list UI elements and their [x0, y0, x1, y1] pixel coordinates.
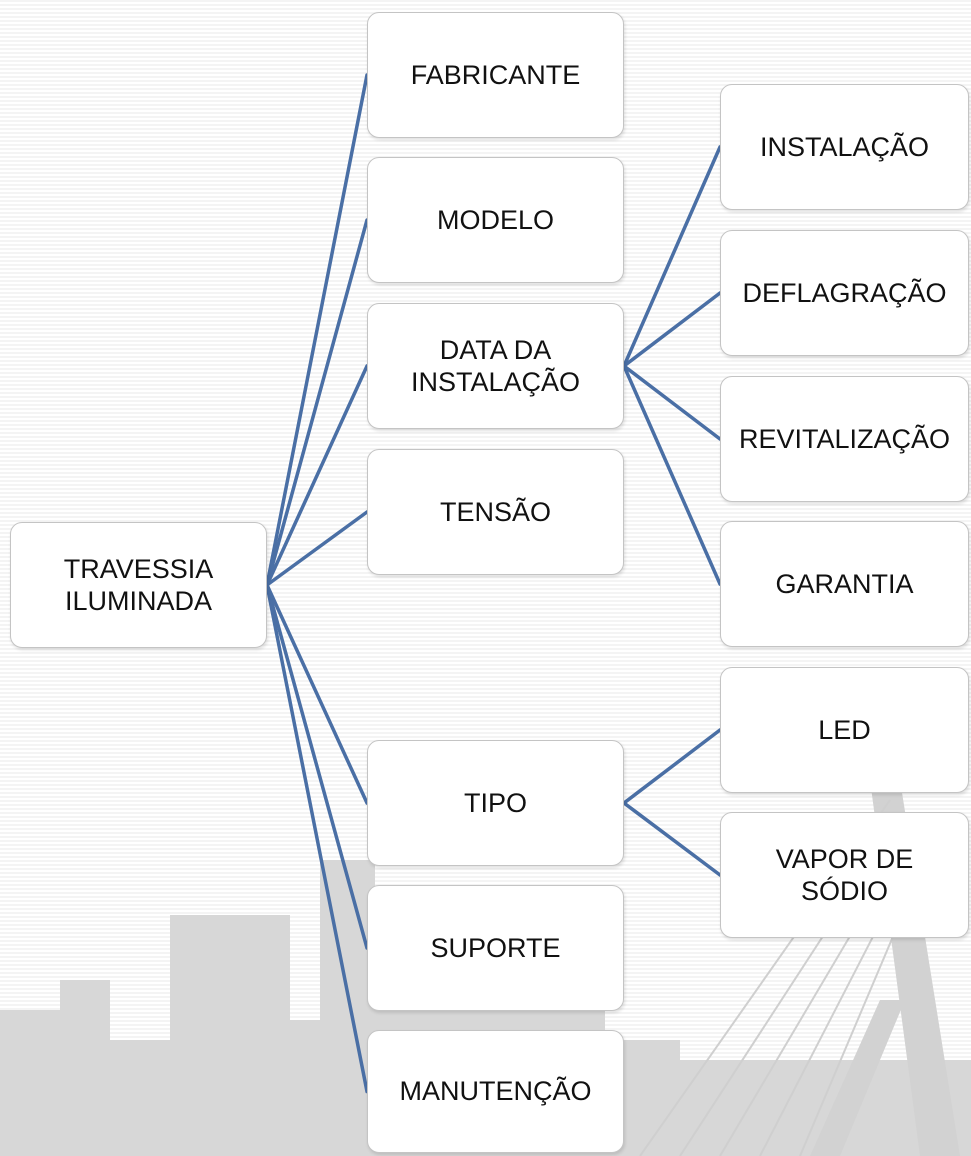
node-led: LED — [720, 667, 969, 793]
connector-line — [622, 364, 722, 586]
node-label: SUPORTE — [430, 932, 561, 963]
node-travessia-iluminada: TRAVESSIA ILUMINADA — [10, 522, 267, 648]
node-label: MANUTENÇÃO — [399, 1076, 592, 1107]
node-vapor-de-sodio: VAPOR DE SÓDIO — [720, 812, 969, 938]
node-tipo: TIPO — [367, 740, 624, 866]
node-manutencao: MANUTENÇÃO — [367, 1030, 624, 1153]
node-label: DEFLAGRAÇÃO — [742, 277, 947, 308]
node-label: LED — [818, 714, 871, 745]
node-label: DATA DA INSTALAÇÃO — [410, 334, 581, 397]
node-fabricante: FABRICANTE — [367, 12, 624, 138]
node-data-da-instalacao: DATA DA INSTALAÇÃO — [367, 303, 624, 429]
node-label: GARANTIA — [775, 568, 914, 599]
node-label: TIPO — [463, 787, 527, 818]
connector-line — [265, 218, 369, 587]
node-label: MODELO — [436, 204, 555, 235]
node-modelo: MODELO — [367, 157, 624, 283]
connector-line — [622, 728, 722, 805]
node-revitalizacao: REVITALIZAÇÃO — [720, 376, 969, 502]
node-label: TENSÃO — [439, 496, 552, 527]
connector-line — [622, 291, 722, 368]
node-suporte: SUPORTE — [367, 885, 624, 1011]
connector-line — [622, 364, 722, 441]
connector-line — [265, 73, 369, 587]
node-tensao: TENSÃO — [367, 449, 624, 575]
connector-line — [265, 364, 369, 587]
connector-line — [265, 583, 369, 1094]
node-label: VAPOR DE SÓDIO — [775, 843, 914, 906]
connector-line — [622, 801, 722, 877]
node-label: REVITALIZAÇÃO — [738, 423, 951, 454]
node-label: FABRICANTE — [410, 59, 581, 90]
node-instalacao: INSTALAÇÃO — [720, 84, 969, 210]
connector-line — [622, 145, 722, 368]
connector-line — [265, 583, 369, 950]
connector-line — [265, 583, 369, 805]
node-garantia: GARANTIA — [720, 521, 969, 647]
node-label: TRAVESSIA ILUMINADA — [63, 553, 214, 616]
node-label: INSTALAÇÃO — [759, 131, 930, 162]
connector-line — [265, 510, 369, 587]
node-deflagracao: DEFLAGRAÇÃO — [720, 230, 969, 356]
